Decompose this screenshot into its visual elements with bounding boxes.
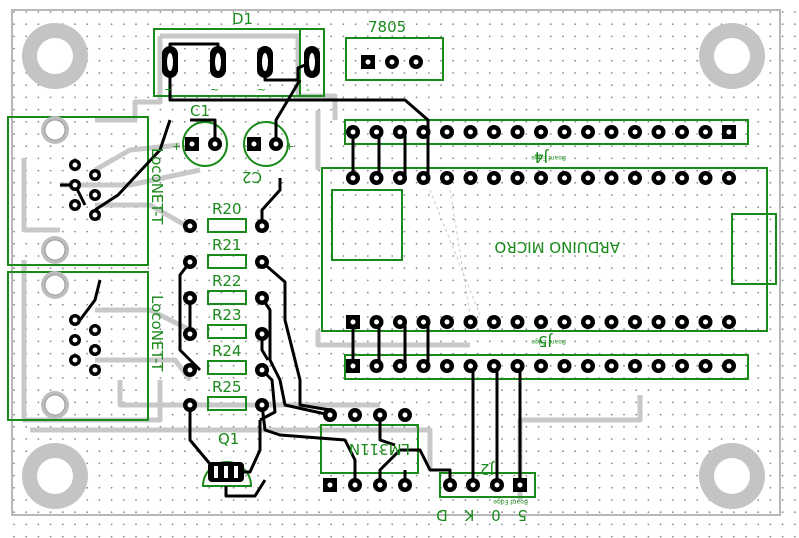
pads — [41, 55, 736, 492]
header-j2 — [439, 472, 536, 498]
r21-label: R21 — [212, 236, 242, 254]
loconet-label-top: LocoNET-T — [148, 148, 166, 225]
loconet-connector-bottom — [7, 271, 149, 421]
d1-tilde-2: ~ — [257, 83, 266, 96]
j2-label: J2 — [480, 460, 495, 478]
c2-outline — [243, 121, 289, 167]
d1-plus-label: + — [164, 83, 173, 96]
r20-label: R20 — [212, 200, 242, 218]
r23-label: R23 — [212, 306, 242, 324]
d1-label: D1 — [232, 10, 253, 28]
arduino-outline — [321, 167, 768, 332]
loconet-connector-top — [7, 116, 149, 266]
r25-label: R25 — [212, 378, 242, 396]
lm311-label: LM311N — [349, 440, 410, 458]
arduino-internal-lines — [429, 189, 481, 316]
d1-minus-label: - — [306, 83, 310, 96]
board-edge-text-3: Board Edge — [493, 498, 528, 505]
board-edge-text-1: Board Edge — [531, 154, 566, 161]
board-edge-text-2: Board Edge — [531, 338, 566, 345]
regulator-label: 7805 — [368, 18, 406, 36]
header-j5-label: J5 — [538, 332, 553, 350]
c1-label: C1 — [190, 102, 210, 120]
j2-pin-labels: 5 0 K D — [430, 506, 527, 524]
d1-tilde-1: ~ — [210, 83, 219, 96]
c2-label: C2 — [242, 168, 262, 186]
c1-outline — [182, 121, 228, 167]
mounting-holes — [22, 23, 765, 509]
d1-pads — [162, 46, 320, 78]
silk-text: D1 7805 C1 C2 R20 R21 R22 R23 R24 R25 Q1… — [148, 10, 620, 524]
loconet-label-bottom: LocoNET-T — [148, 295, 166, 372]
r24-label: R24 — [212, 342, 242, 360]
c1-plus-label: + — [172, 140, 181, 153]
board-outline — [11, 9, 781, 516]
header-j4 — [344, 119, 749, 145]
top-layer-traces — [60, 42, 522, 498]
d1-outline — [153, 28, 325, 97]
regulator-outline — [345, 37, 444, 81]
header-j4-label: J4 — [534, 148, 549, 166]
c2-plus-label: + — [285, 140, 294, 153]
arduino-label: ARDUINO MICRO — [494, 238, 620, 256]
header-j5 — [344, 354, 749, 380]
q1-label: Q1 — [218, 430, 239, 448]
r22-label: R22 — [212, 272, 242, 290]
q1-pads — [208, 462, 244, 482]
